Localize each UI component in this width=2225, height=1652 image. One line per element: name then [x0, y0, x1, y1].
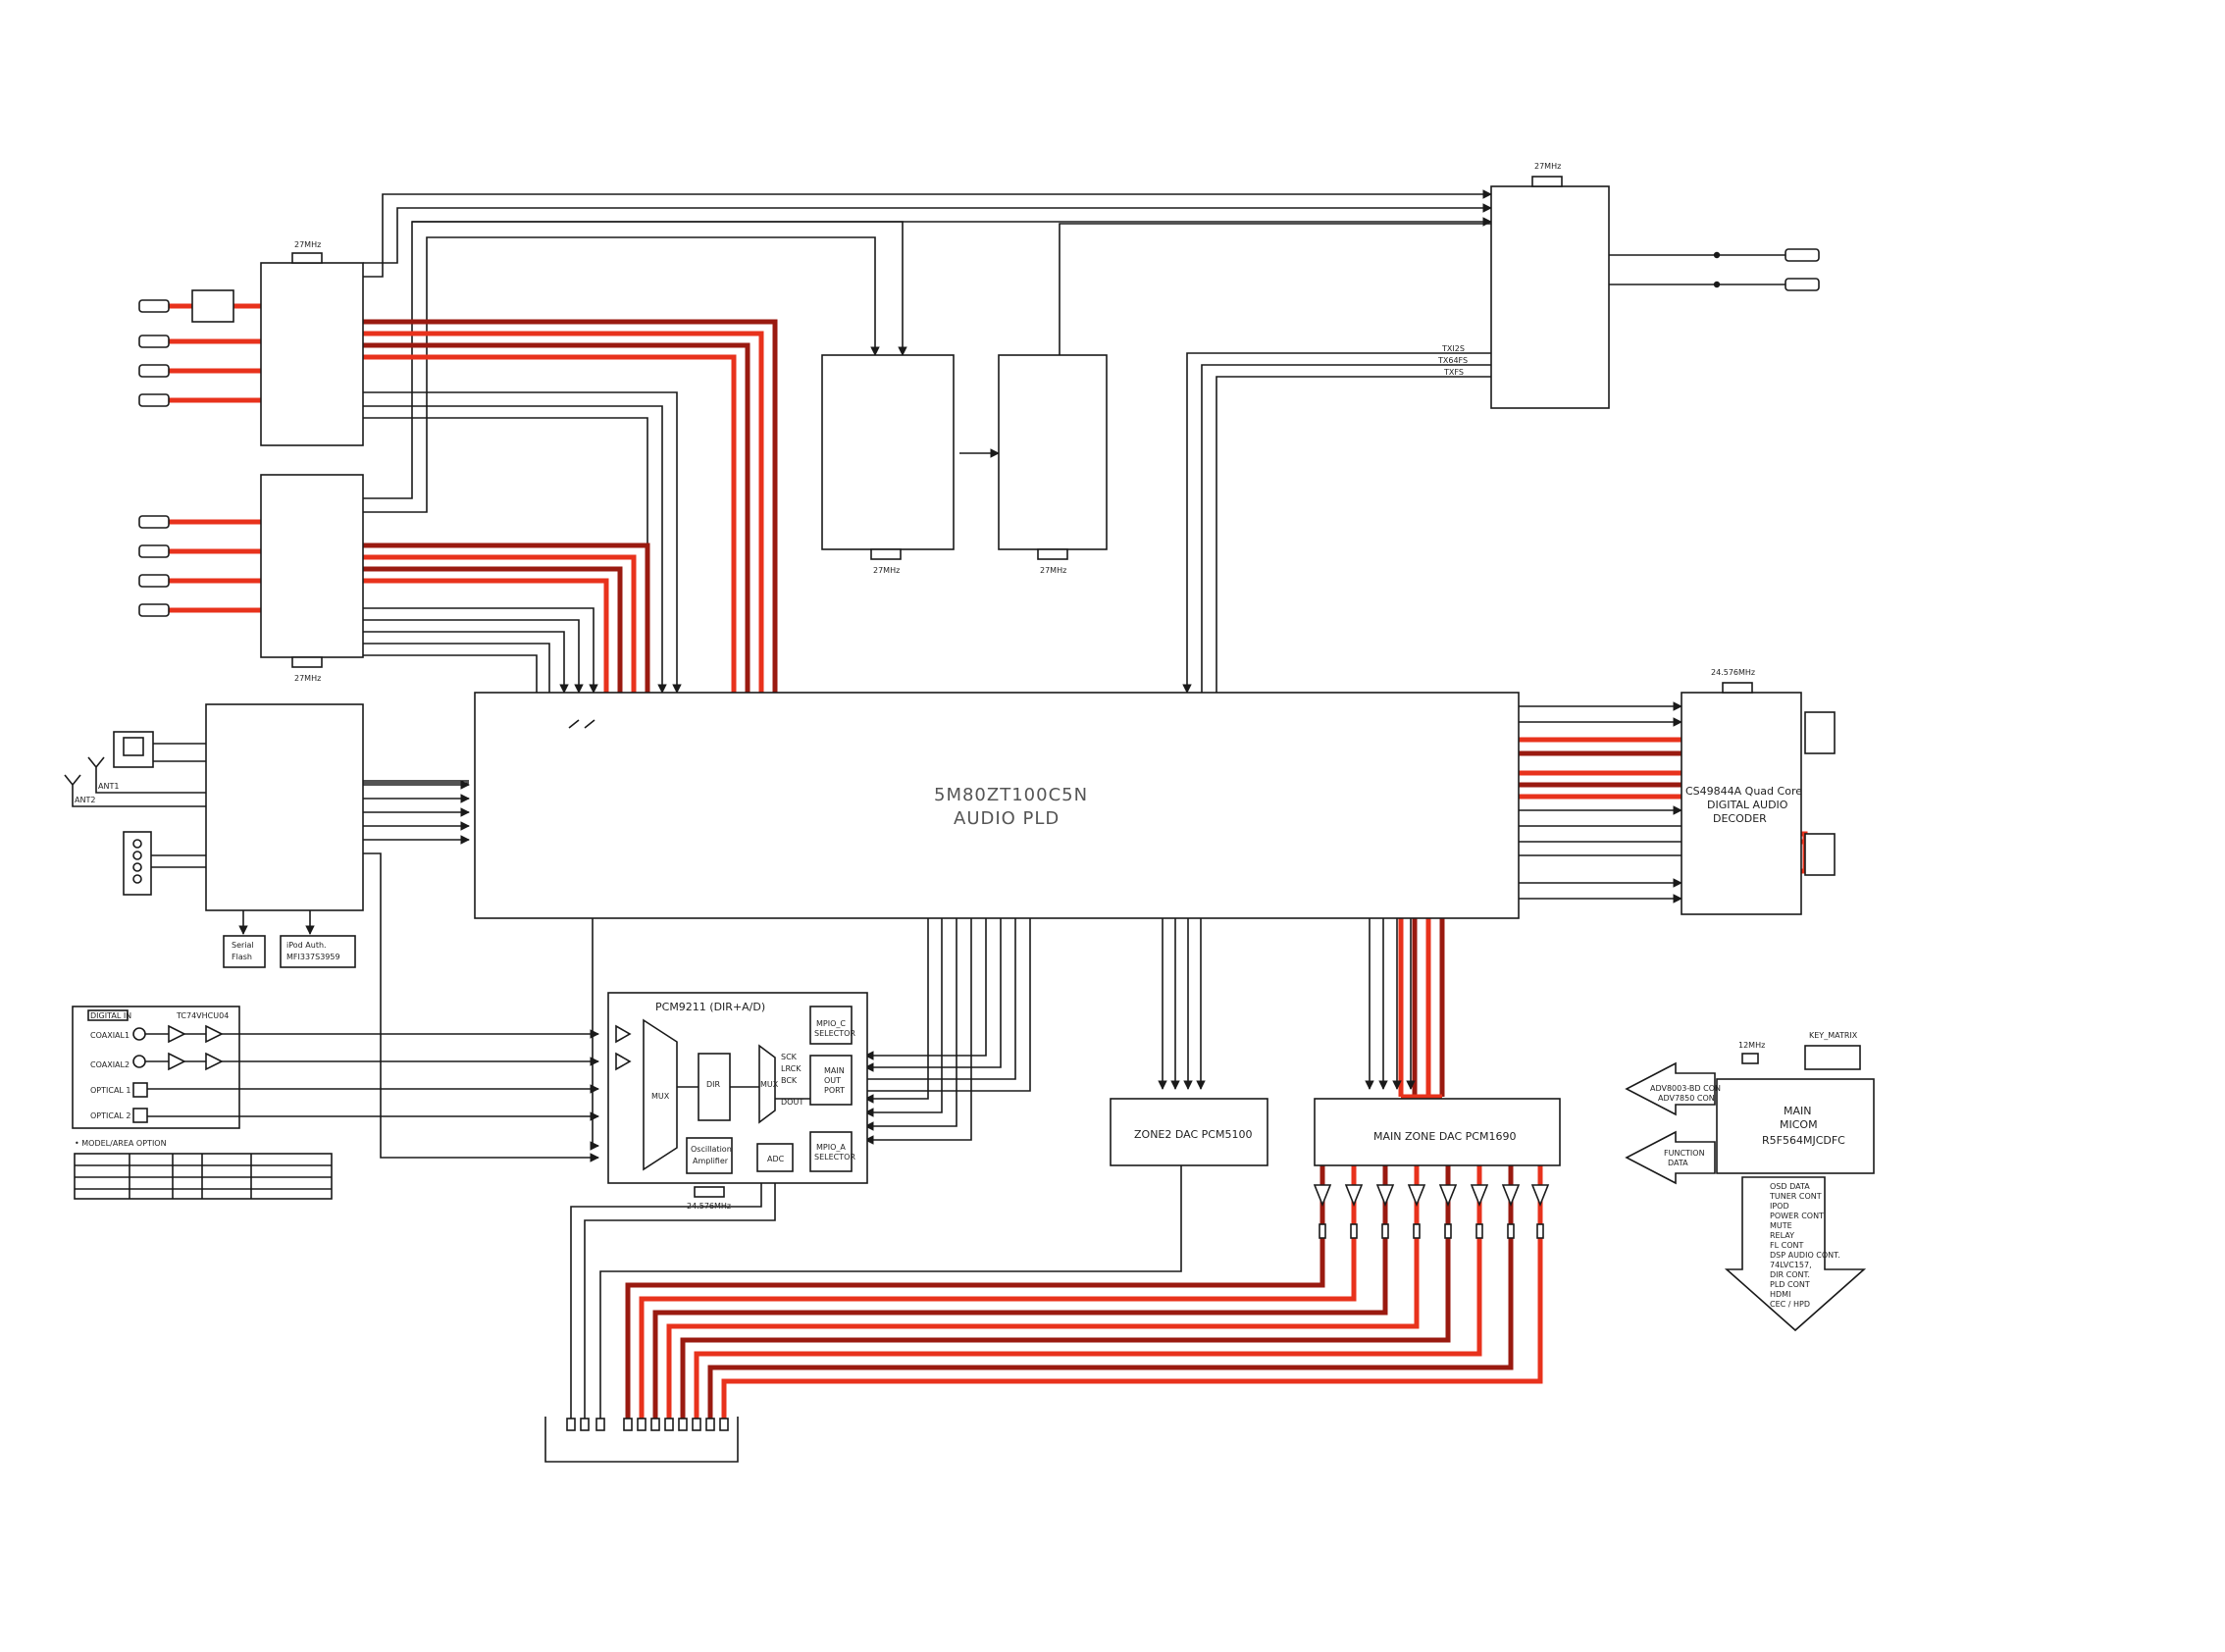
model-area-option-table: • MODEL/AREA OPTION [74, 1139, 333, 1200]
svg-text:TC74VHCU04: TC74VHCU04 [176, 1011, 229, 1020]
main-micom: MAIN MICOM R5F564MJCDFC 12MHz KEY_MATRIX… [1625, 1031, 1875, 1332]
svg-text:ADV7850 CON: ADV7850 CON [1658, 1094, 1715, 1103]
svg-text:24.576MHz: 24.576MHz [1711, 668, 1755, 677]
hdmi-receiver-2: 27MHz [260, 474, 364, 683]
svg-text:MPIO_A: MPIO_A [816, 1143, 846, 1152]
svg-text:DSP AUDIO CONT.: DSP AUDIO CONT. [1770, 1251, 1840, 1260]
tuner-block: ANT1 ANT2 [64, 703, 469, 911]
svg-text:ADV8003-BD CON: ADV8003-BD CON [1650, 1084, 1721, 1093]
audio-pld: 5M80ZT100C5N AUDIO PLD [474, 692, 1520, 919]
svg-text:ADC: ADC [767, 1155, 785, 1163]
svg-text:DIR: DIR [706, 1080, 721, 1089]
svg-text:DIGITAL AUDIO: DIGITAL AUDIO [1707, 799, 1788, 811]
svg-text:SELECTOR: SELECTOR [814, 1029, 855, 1038]
svg-text:KEY_MATRIX: KEY_MATRIX [1809, 1031, 1858, 1040]
svg-text:CS49844A Quad Core: CS49844A Quad Core [1685, 785, 1802, 798]
svg-text:Oscillation: Oscillation [691, 1145, 732, 1154]
svg-text:MAIN ZONE DAC PCM1690: MAIN ZONE DAC PCM1690 [1373, 1130, 1516, 1143]
digital-in-panel: DIGITAL IN TC74VHCU04 COAXIAL1 COAXIAL2 … [72, 1006, 599, 1129]
svg-text:MUX: MUX [760, 1080, 779, 1089]
svg-text:COAXIAL1: COAXIAL1 [90, 1031, 129, 1040]
output-connector [544, 1417, 739, 1463]
svg-text:74LVC157,: 74LVC157, [1770, 1261, 1812, 1269]
svg-text:MUTE: MUTE [1770, 1221, 1792, 1230]
svg-text:27MHz: 27MHz [294, 674, 321, 683]
audio-decoder: 24.576MHz CS49844A Quad Core DIGITAL AUD… [1681, 668, 1836, 915]
svg-text:LRCK: LRCK [781, 1064, 802, 1073]
svg-text:DOUT: DOUT [781, 1098, 803, 1107]
svg-text:ZONE2 DAC PCM5100: ZONE2 DAC PCM5100 [1134, 1128, 1252, 1141]
svg-text:ANT1: ANT1 [98, 782, 119, 791]
svg-text:BCK: BCK [781, 1076, 798, 1085]
svg-text:OSD DATA: OSD DATA [1770, 1182, 1810, 1191]
svg-text:IPOD: IPOD [1770, 1202, 1789, 1211]
svg-text:OPTICAL 1: OPTICAL 1 [90, 1086, 131, 1095]
svg-text:AUDIO PLD: AUDIO PLD [954, 808, 1060, 829]
svg-text:ANT2: ANT2 [75, 796, 95, 804]
svg-text:SELECTOR: SELECTOR [814, 1153, 855, 1162]
svg-text:27MHz: 27MHz [873, 566, 900, 575]
main-dac-outputs-red [625, 1141, 1543, 1422]
svg-text:OPTICAL 2: OPTICAL 2 [90, 1111, 131, 1120]
pcm9211-block: PCM9211 (DIR+A/D) MUX DIR MUX SCK LRCK B… [607, 992, 868, 1211]
svg-text:FL CONT: FL CONT [1770, 1241, 1803, 1250]
svg-text:TX64FS: TX64FS [1437, 356, 1468, 365]
video-processor-2: 27MHz [998, 354, 1108, 575]
svg-text:OUT: OUT [824, 1076, 841, 1085]
svg-text:R5F564MJCDFC: R5F564MJCDFC [1762, 1134, 1845, 1147]
svg-text:PLD CONT: PLD CONT [1770, 1280, 1810, 1289]
svg-text:27MHz: 27MHz [1534, 162, 1561, 171]
ipod-auth-chip: iPod Auth. MFI337S3959 [280, 935, 356, 968]
video-processor-1: 27MHz [821, 354, 955, 575]
svg-text:MFI337S3959: MFI337S3959 [286, 953, 340, 961]
hdmi-input-jacks [138, 299, 170, 617]
svg-text:FUNCTION: FUNCTION [1664, 1149, 1705, 1158]
svg-text:27MHz: 27MHz [294, 240, 321, 249]
svg-text:PCM9211 (DIR+A/D): PCM9211 (DIR+A/D) [655, 1001, 765, 1013]
serial-flash: Serial Flash [223, 935, 266, 968]
svg-text:MUX: MUX [651, 1092, 670, 1101]
hdmi-black-wires [363, 391, 682, 694]
svg-text:TXFS: TXFS [1443, 368, 1464, 377]
hdmi-receiver-1: 27MHz [191, 240, 364, 446]
svg-text:• MODEL/AREA OPTION: • MODEL/AREA OPTION [75, 1139, 167, 1148]
control-wires-top [363, 189, 1785, 694]
svg-text:COAXIAL2: COAXIAL2 [90, 1060, 129, 1069]
svg-text:TUNER CONT: TUNER CONT [1769, 1192, 1822, 1201]
svg-text:27MHz: 27MHz [1040, 566, 1066, 575]
svg-text:POWER CONT: POWER CONT [1770, 1212, 1824, 1220]
svg-text:DIR CONT.: DIR CONT. [1770, 1270, 1810, 1279]
svg-text:12MHz: 12MHz [1738, 1041, 1765, 1050]
svg-text:24.576MHz: 24.576MHz [687, 1202, 731, 1211]
main-zone-dac: MAIN ZONE DAC PCM1690 [1314, 1098, 1561, 1166]
hdmi2-red-path [169, 519, 650, 702]
control-wires-bottom [238, 701, 1682, 1422]
svg-text:SCK: SCK [781, 1053, 798, 1061]
hdmi-transmitter: 27MHz TXI2S TX64FS TXFS [1437, 162, 1820, 409]
hdmi1-red-path [169, 303, 778, 702]
svg-text:Serial: Serial [232, 941, 254, 950]
svg-text:CEC / HPD: CEC / HPD [1770, 1300, 1810, 1309]
svg-text:Flash: Flash [232, 953, 252, 961]
svg-text:MICOM: MICOM [1780, 1118, 1818, 1131]
svg-text:DATA: DATA [1668, 1159, 1688, 1167]
svg-text:DECODER: DECODER [1713, 812, 1767, 825]
svg-text:PORT: PORT [824, 1086, 845, 1095]
svg-text:5M80ZT100C5N: 5M80ZT100C5N [934, 785, 1088, 805]
svg-text:iPod Auth.: iPod Auth. [286, 941, 327, 950]
svg-text:HDMI: HDMI [1770, 1290, 1790, 1299]
svg-text:MAIN: MAIN [824, 1066, 845, 1075]
svg-text:MPIO_C: MPIO_C [816, 1019, 846, 1028]
svg-text:MAIN: MAIN [1784, 1105, 1812, 1117]
zone2-dac: ZONE2 DAC PCM5100 [1110, 1098, 1268, 1166]
svg-text:DIGITAL IN: DIGITAL IN [90, 1011, 131, 1020]
svg-text:RELAY: RELAY [1770, 1231, 1794, 1240]
svg-text:TXI2S: TXI2S [1441, 344, 1465, 353]
svg-text:Amplifier: Amplifier [693, 1157, 729, 1165]
dac-output-buffers [1313, 1184, 1550, 1239]
